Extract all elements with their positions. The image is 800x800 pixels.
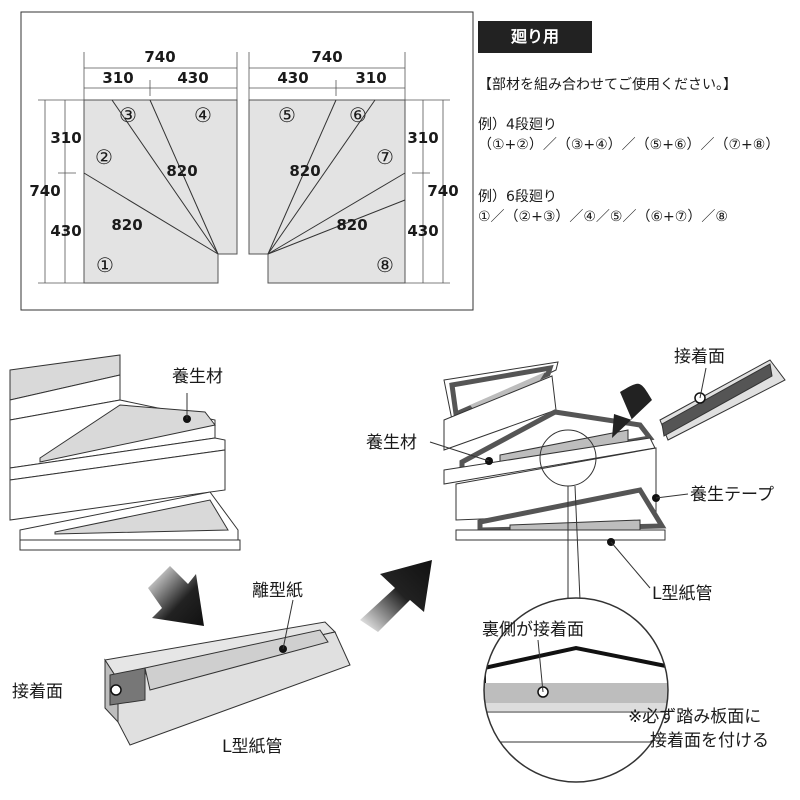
dim-top-right-a: 430 (277, 69, 308, 87)
dim-diag-right-lower: 820 (336, 216, 367, 234)
dim-diag-right-upper: 820 (289, 162, 320, 180)
dim-top-left-b: 430 (177, 69, 208, 87)
label-release-paper: 離型紙 (252, 581, 303, 601)
top-diagram: 740 310 430 740 430 310 310 740 430 310 … (20, 11, 474, 311)
piece-2: ② (95, 145, 113, 169)
piece-3: ③ (119, 103, 137, 127)
right-arrow (360, 560, 432, 632)
bottom-illustration: 養生材 離型紙 接着面 L型紙管 接着面 養生材 (9, 347, 786, 783)
label-l-tube-left: L型紙管 (222, 737, 282, 757)
dim-right-b: 430 (407, 222, 438, 240)
label-back-adhesive: 裏側が接着面 (482, 619, 584, 640)
right-panel (248, 99, 406, 284)
dim-right-a: 310 (407, 129, 438, 147)
label-l-tube-right: L型紙管 (652, 584, 712, 604)
example2-title: 例）6段廻り (478, 189, 557, 205)
down-arrow (148, 566, 204, 626)
label-note-line2: 接着面を付ける (650, 731, 769, 751)
curved-arrow (612, 383, 652, 438)
dim-diag-left-upper: 820 (166, 162, 197, 180)
example2-combo: ①／（②+③）／④／⑤／（⑥+⑦）／⑧ (478, 209, 728, 225)
intro-text: 【部材を組み合わせてご使用ください。】 (478, 77, 737, 93)
adhesive-face-left-dot (110, 684, 122, 696)
dim-top-right-b: 310 (355, 69, 386, 87)
dim-left-total: 740 (29, 182, 60, 200)
protector-piece-incoming (659, 359, 786, 441)
example1-title: 例）4段廻り (478, 117, 557, 133)
left-staircase (9, 354, 241, 551)
zoom-detail (484, 598, 668, 782)
label-note-line1: ※必ず踏み板面に (628, 707, 761, 727)
dim-diag-left-lower: 820 (111, 216, 142, 234)
dim-top-right-total: 740 (311, 48, 342, 66)
dim-left-a: 310 (50, 129, 81, 147)
label-protector-right: 養生材 (366, 433, 417, 453)
label-curing-tape: 養生テープ (690, 485, 774, 505)
piece-8: ⑧ (376, 253, 394, 277)
label-adhesive-face-right: 接着面 (674, 347, 725, 367)
piece-7: ⑦ (376, 145, 394, 169)
label-protector-left: 養生材 (172, 367, 223, 387)
dim-left-b: 430 (50, 222, 81, 240)
example1-combo: （①+②）／（③+④）／（⑤+⑥）／（⑦+⑧） (478, 137, 780, 153)
piece-5: ⑤ (278, 103, 296, 127)
right-staircase (443, 361, 667, 541)
dim-top-left-total: 740 (144, 48, 175, 66)
piece-1: ① (96, 253, 114, 277)
piece-4: ④ (194, 103, 212, 127)
label-adhesive-face-left: 接着面 (12, 682, 63, 702)
piece-6: ⑥ (349, 103, 367, 127)
l-tube-left (104, 621, 351, 746)
top-dimension-lines (38, 52, 450, 284)
dim-top-left-a: 310 (102, 69, 133, 87)
dim-right-total: 740 (427, 182, 458, 200)
badge-title: 廻り用 (478, 21, 592, 53)
